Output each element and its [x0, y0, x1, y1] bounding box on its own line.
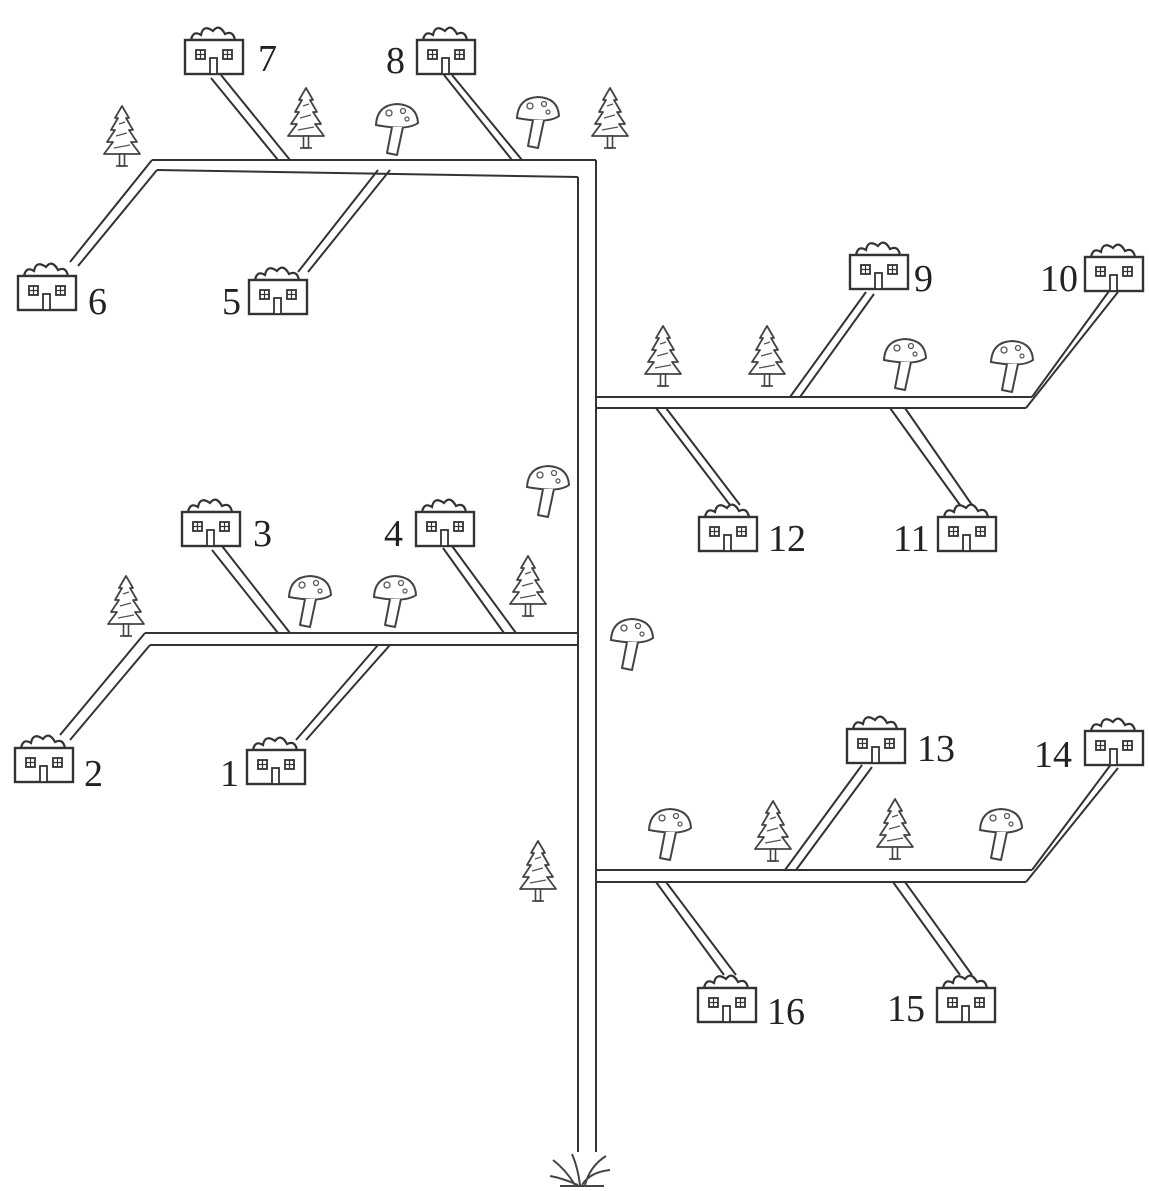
house-number-3: 3 — [253, 513, 272, 555]
house-number-13: 13 — [917, 728, 955, 770]
house-13-icon — [845, 715, 907, 765]
pine-tree-icon — [591, 87, 629, 149]
pine-tree-icon — [103, 105, 141, 167]
house-3-icon — [180, 498, 242, 548]
house-number-5: 5 — [222, 281, 241, 323]
mushroom-icon — [979, 808, 1023, 861]
house-number-15: 15 — [887, 988, 925, 1030]
house-7-icon — [183, 26, 245, 76]
house-2-icon — [13, 734, 75, 784]
house-15-icon — [935, 974, 997, 1024]
house-8-icon — [415, 26, 477, 76]
house-10-icon — [1083, 243, 1145, 293]
house-number-1: 1 — [220, 753, 239, 795]
mushroom-icon — [516, 96, 560, 149]
house-11-icon — [936, 503, 998, 553]
house-number-6: 6 — [88, 281, 107, 323]
house-14-icon — [1083, 717, 1145, 767]
house-number-16: 16 — [767, 991, 805, 1033]
pine-tree-icon — [509, 555, 547, 617]
pine-tree-icon — [287, 87, 325, 149]
house-number-8: 8 — [386, 40, 405, 82]
pine-tree-icon — [519, 840, 557, 902]
house-number-12: 12 — [768, 518, 806, 560]
house-number-4: 4 — [384, 513, 403, 555]
pine-tree-icon — [748, 325, 786, 387]
house-1-icon — [245, 736, 307, 786]
mushroom-icon — [288, 575, 332, 628]
house-16-icon — [696, 974, 758, 1024]
grass-tuft-icon — [549, 1153, 611, 1187]
house-5-icon — [247, 266, 309, 316]
house-4-icon — [414, 498, 476, 548]
pine-tree-icon — [876, 798, 914, 860]
house-number-9: 9 — [914, 258, 933, 300]
mushroom-icon — [375, 103, 419, 156]
mushroom-icon — [990, 340, 1034, 393]
house-9-icon — [848, 241, 910, 291]
house-12-icon — [697, 503, 759, 553]
pine-tree-icon — [107, 575, 145, 637]
house-number-11: 11 — [893, 518, 930, 560]
mushroom-icon — [373, 575, 417, 628]
road-network — [59, 74, 1119, 1152]
house-number-14: 14 — [1034, 734, 1072, 776]
house-number-7: 7 — [258, 38, 277, 80]
house-number-10: 10 — [1040, 258, 1078, 300]
mushroom-icon — [648, 808, 692, 861]
house-6-icon — [16, 262, 78, 312]
mushroom-icon — [883, 338, 927, 391]
pine-tree-icon — [754, 800, 792, 862]
pine-tree-icon — [644, 325, 682, 387]
house-number-2: 2 — [84, 753, 103, 795]
mushroom-icon — [610, 618, 654, 671]
mushroom-icon — [526, 465, 570, 518]
